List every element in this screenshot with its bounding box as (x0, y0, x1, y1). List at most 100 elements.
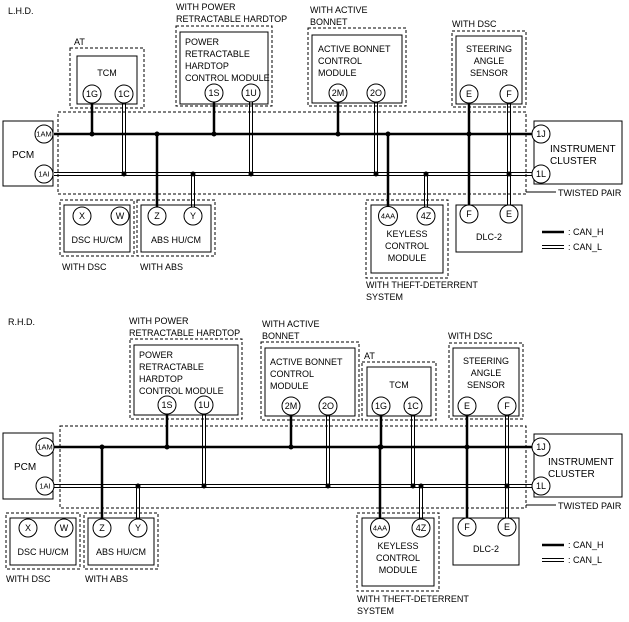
rhd-hardtop-pin-l (194, 395, 214, 415)
rhd-abs-pin-a (92, 518, 112, 538)
lhd-instrument-label-1: INSTRUMENT (550, 144, 616, 155)
lhd-keyless-pin-a-label: 4AA (381, 212, 395, 221)
lhd-dlc-pin-b (499, 204, 519, 224)
lhd-pcm-pin-h (34, 124, 54, 144)
rhd-dlc-pin-b (497, 517, 517, 537)
rhd-hardtop-junction-l (201, 483, 207, 489)
rhd-steering-header: WITH DSC (448, 331, 493, 341)
rhd-twisted-pair-zone (59, 425, 527, 509)
rhd-keyless-label-1: KEYLESS (377, 541, 418, 551)
lhd-dlc-label: DLC-2 (476, 232, 502, 242)
rhd-keyless-label-2: CONTROL (376, 553, 420, 563)
lhd-keyless-footer-1: WITH THEFT-DETERRENT (366, 280, 478, 290)
rhd-dsc-footer: WITH DSC (6, 574, 51, 584)
lhd-dsc-pin-a-label: X (79, 211, 85, 221)
lhd-dsc-label: DSC HU/CM (72, 235, 123, 245)
rhd-hardtop-pin-h (157, 395, 177, 415)
rhd-hardtop-option-frame (129, 338, 243, 420)
rhd-abs-option-frame (83, 512, 159, 570)
lhd-dsc-pin-b (110, 206, 130, 226)
lhd-legend-can-l-label: : CAN_L (568, 242, 602, 252)
lhd-tcm-header: AT (74, 37, 85, 47)
lhd-steering-label-2: ANGLE (474, 56, 505, 66)
rhd-steering-pin-l (497, 396, 517, 416)
rhd-bonnet-junction-l (325, 483, 331, 489)
lhd-steering-pin-h-label: E (466, 89, 472, 99)
lhd-bonnet-junction-l (373, 171, 379, 177)
lhd-keyless-label-2: CONTROL (385, 241, 429, 251)
lhd-tcm-pin-l (114, 84, 134, 104)
lhd-keyless-footer-2: SYSTEM (366, 292, 403, 302)
rhd-keyless-footer-1: WITH THEFT-DETERRENT (357, 594, 469, 604)
lhd-hardtop-junction-h (211, 131, 217, 137)
lhd-twisted-pair-zone (57, 111, 527, 195)
rhd-steering-label-2: ANGLE (471, 368, 502, 378)
lhd-keyless-pin-a (378, 206, 398, 226)
lhd-dlc-pin-b-label: E (506, 209, 512, 219)
rhd-dlc-label: DLC-2 (473, 544, 499, 554)
rhd-dlc-pin-b-label: E (504, 522, 510, 532)
lhd-pcm-label: PCM (12, 150, 34, 161)
rhd-keyless-pin-a (370, 518, 390, 538)
rhd-abs-junction-l (135, 483, 141, 489)
lhd-keyless-label-1: KEYLESS (386, 229, 427, 239)
rhd-legend-can-l-label: : CAN_L (568, 555, 602, 565)
rhd-steering-label-3: SENSOR (467, 380, 506, 390)
lhd-steering-label-3: SENSOR (470, 68, 509, 78)
lhd-tcm-junction-l (121, 171, 127, 177)
lhd-tcm-option-frame (69, 47, 145, 109)
rhd-keyless-option-frame (356, 512, 440, 592)
rhd-hardtop-header-1: WITH POWER (129, 316, 189, 326)
lhd-keyless-option-frame (365, 199, 449, 279)
lhd-bonnet-header-2: BONNET (310, 17, 348, 27)
rhd-dsc-pin-a (18, 518, 38, 538)
rhd-hardtop-header-2: RETRACTABLE HARDTOP (129, 328, 240, 338)
lhd-hardtop-pin-l (241, 83, 261, 103)
rhd-tcm-option-frame (361, 361, 437, 421)
rhd-hardtop-junction-h (164, 444, 170, 450)
lhd-bonnet-pin-h-label: 2M (332, 88, 345, 98)
lhd-instrument-pin-l-label: 1L (536, 169, 546, 179)
rhd-pcm-pin-l-label: 1AI (39, 482, 50, 491)
rhd-section: R.H.D. WITH POWER RETRACTABLE HARDTOP PO… (2, 316, 623, 616)
lhd-bonnet-option-frame (307, 27, 407, 107)
rhd-dsc-pin-b (54, 518, 74, 538)
lhd-abs-pin-a (147, 206, 167, 226)
lhd-keyless-junction-h (385, 131, 391, 137)
lhd-section: L.H.D. AT TCM 1G 1C WITH POWER RETRACTAB… (2, 2, 623, 302)
lhd-steering-header: WITH DSC (452, 19, 497, 29)
rhd-instrument-pin-h (531, 437, 551, 457)
rhd-steering-option-frame (448, 342, 524, 420)
rhd-bonnet-box (264, 347, 356, 417)
lhd-hardtop-label-2: RETRACTABLE (185, 49, 250, 59)
lhd-bonnet-header-1: WITH ACTIVE (310, 5, 368, 15)
rhd-bonnet-label-1: ACTIVE BONNET (270, 357, 343, 367)
lhd-dsc-pin-b-label: W (116, 211, 125, 221)
lhd-keyless-label-3: MODULE (388, 253, 427, 263)
lhd-title: L.H.D. (8, 6, 34, 16)
lhd-dsc-pin-a (72, 206, 92, 226)
rhd-hardtop-label-2: RETRACTABLE (139, 362, 204, 372)
lhd-twisted-pair-label: TWISTED PAIR (558, 188, 622, 198)
lhd-dlc-pin-a-label: F (466, 209, 472, 219)
lhd-bonnet-junction-h (335, 131, 341, 137)
rhd-hardtop-pin-l-label: 1U (198, 400, 210, 410)
lhd-hardtop-pin-l-label: 1U (245, 88, 257, 98)
lhd-bonnet-pin-l (366, 83, 386, 103)
rhd-bonnet-pin-l (318, 396, 338, 416)
lhd-dlc-pin-a (459, 204, 479, 224)
rhd-abs-junction-h (99, 444, 105, 450)
rhd-keyless-junction-l (418, 483, 424, 489)
lhd-hardtop-header-1: WITH POWER (176, 2, 236, 12)
rhd-hardtop-label-4: CONTROL MODULE (139, 386, 224, 396)
rhd-tcm-header: AT (364, 351, 375, 361)
lhd-instrument-pin-l (531, 164, 551, 184)
lhd-steering-pin-l (499, 84, 519, 104)
lhd-hardtop-label-4: CONTROL MODULE (185, 73, 270, 83)
lhd-abs-option-frame (136, 199, 216, 257)
rhd-hardtop-label-3: HARDTOP (139, 374, 183, 384)
lhd-tcm-label: TCM (97, 68, 117, 78)
lhd-bonnet-pin-l-label: 2O (370, 88, 382, 98)
rhd-tcm-label: TCM (389, 380, 409, 390)
lhd-abs-pin-b (183, 206, 203, 226)
